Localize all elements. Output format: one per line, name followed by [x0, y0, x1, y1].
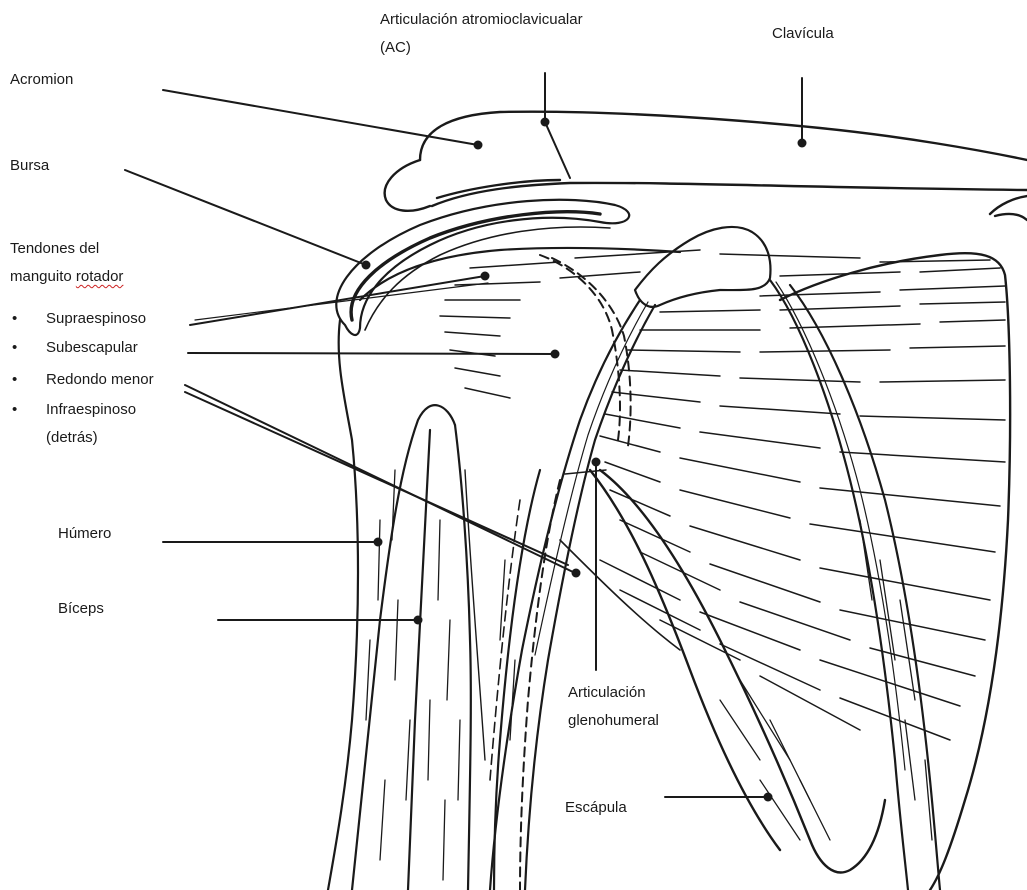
leader-lines	[125, 73, 802, 797]
humerus-label: Húmero	[58, 520, 111, 547]
teres-minor-label: Redondo menor	[46, 366, 154, 393]
rotator-cuff-title-line1: Tendones del	[10, 235, 99, 262]
rotator-cuff-word-rotador: rotador	[76, 268, 124, 285]
clavicle-label: Clavícula	[772, 20, 834, 47]
clavicle-acromion-outline	[385, 112, 1027, 220]
bullet-teres-minor: •	[12, 366, 17, 393]
subscapularis-label: Subescapular	[46, 334, 138, 361]
glenohumeral-label-line1: Articulación	[568, 679, 646, 706]
glenohumeral-label-line2: glenohumeral	[568, 707, 659, 734]
bullet-subscapularis: •	[12, 334, 17, 361]
acromion-label: Acromion	[10, 66, 73, 93]
infraspinatus-note-label: (detrás)	[46, 424, 98, 451]
scapula-outline	[560, 253, 1010, 890]
muscle-fibers	[440, 250, 1005, 740]
biceps-label: Bíceps	[58, 595, 104, 622]
supraspinatus-label: Supraespinoso	[46, 305, 146, 332]
bullet-infraspinatus: •	[12, 396, 17, 423]
humerus-fibers	[366, 470, 932, 880]
bullet-supraspinatus: •	[12, 305, 17, 332]
rotator-cuff-title-line2: manguito rotador	[10, 263, 123, 290]
rotator-cuff-word-manguito: manguito	[10, 268, 76, 285]
infraspinatus-label: Infraespinoso	[46, 396, 136, 423]
ac-joint-abbrev-label: (AC)	[380, 34, 411, 61]
coracoid-and-biceps-heads	[490, 227, 940, 890]
bursa-label: Bursa	[10, 152, 49, 179]
ac-joint-label: Articulación atromioclavicualar	[380, 6, 583, 33]
scapula-label: Escápula	[565, 794, 627, 821]
